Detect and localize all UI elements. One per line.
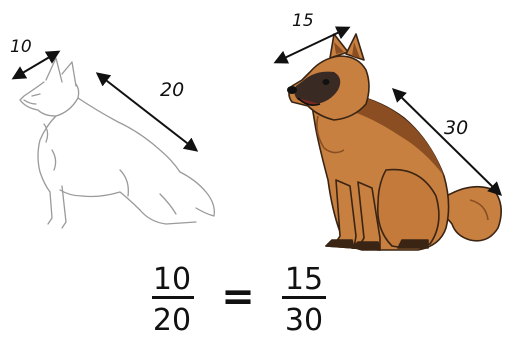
color-head-label: 15 bbox=[292, 11, 314, 31]
right-fraction-bar bbox=[282, 296, 326, 299]
sketch-dog bbox=[20, 58, 214, 228]
sketch-back-label: 20 bbox=[160, 79, 184, 101]
right-numerator: 15 bbox=[285, 262, 323, 297]
left-denominator: 20 bbox=[153, 303, 191, 338]
color-dog bbox=[287, 34, 501, 250]
equals-sign: = bbox=[221, 274, 255, 320]
left-numerator: 10 bbox=[153, 262, 191, 297]
proportion-equation: 10 20 = 15 30 bbox=[152, 262, 326, 338]
sketch-head-label: 10 bbox=[10, 37, 32, 57]
left-fraction-bar bbox=[152, 296, 194, 299]
right-denominator: 30 bbox=[285, 303, 323, 338]
color-back-label: 30 bbox=[444, 117, 468, 139]
